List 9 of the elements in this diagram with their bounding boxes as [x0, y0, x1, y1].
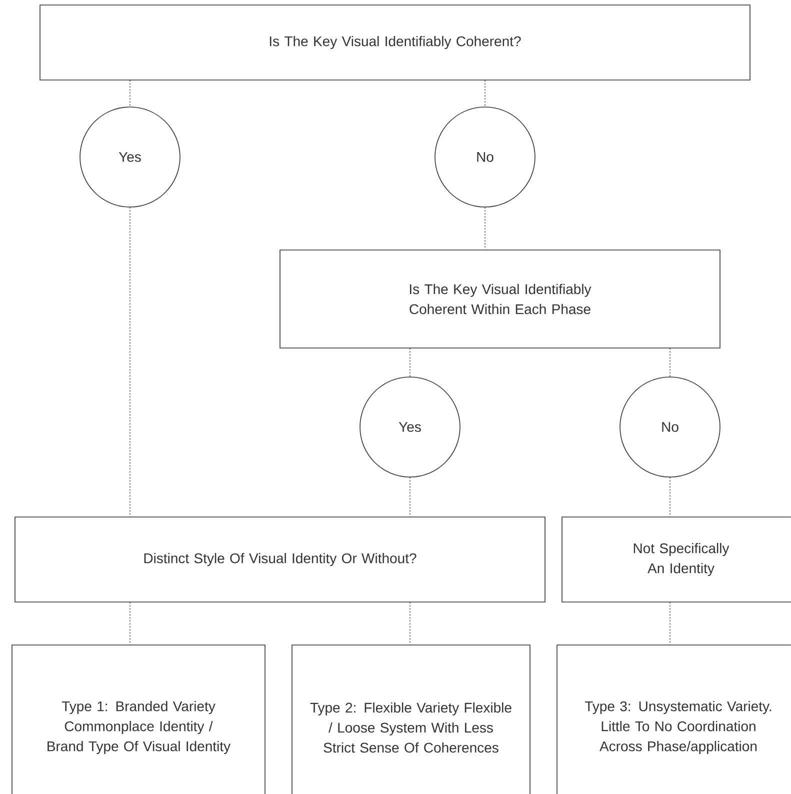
question-box: Is The Key Visual Identifiably Coherent Within Each Phase	[280, 250, 720, 348]
result-box: Type 3: Unsystematic Variety. Little To No Coordination Across Phase/application	[556, 644, 791, 794]
connector-line	[484, 80, 486, 108]
connector-line	[484, 206, 486, 250]
question-box: Distinct Style Of Visual Identity Or Without?	[14, 516, 546, 602]
question-box: Not Specifically An Identity	[562, 516, 791, 602]
result-box: Type 1: Branded Variety Commonplace Identity / Brand Type Of Visual Identity	[12, 644, 266, 794]
question-box: Is The Key Visual Identifiably Coherent?	[40, 4, 750, 80]
result-box: Type 2: Flexible Variety Flexible / Loose System With Less Strict Sense Of Coherences	[292, 644, 530, 794]
